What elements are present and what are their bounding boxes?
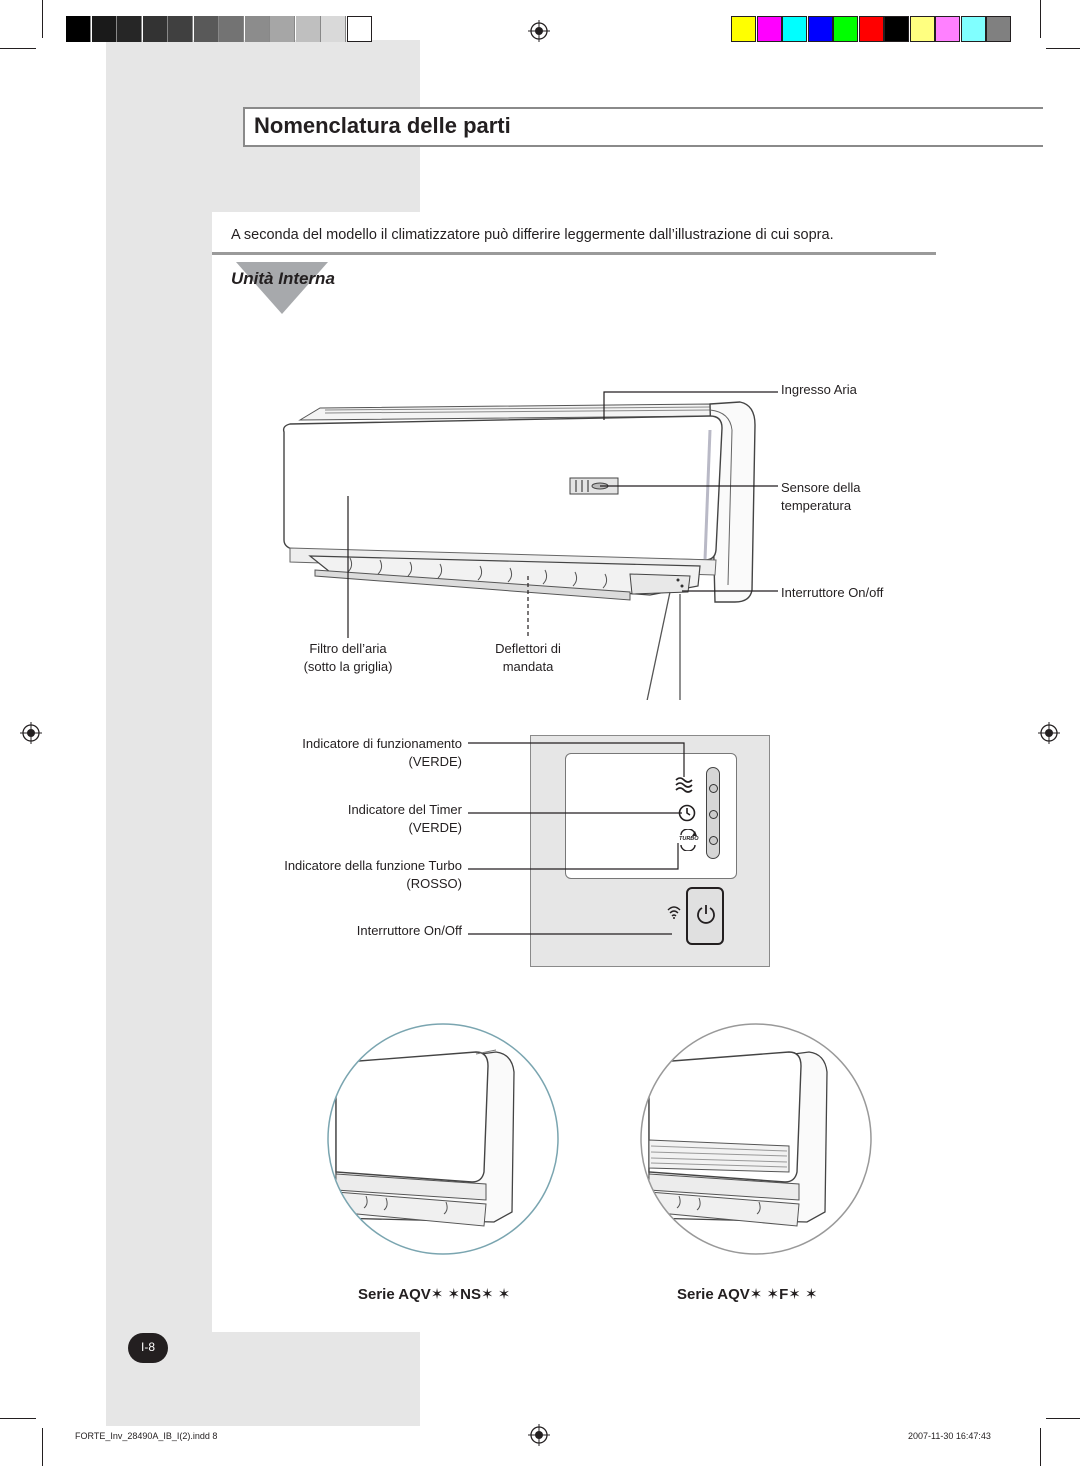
section-triangle-icon xyxy=(236,262,328,314)
label-deflectors-2: mandata xyxy=(502,659,554,674)
color-swatch xyxy=(884,16,909,42)
grey-swatch xyxy=(321,16,346,42)
turbo-icon xyxy=(680,829,697,851)
grey-swatch xyxy=(91,16,117,42)
color-swatch xyxy=(986,16,1011,42)
label-on-off-button: Interruttore On/Off xyxy=(356,923,462,938)
indoor-unit-illustration xyxy=(282,391,778,700)
page-number-badge xyxy=(128,1333,168,1363)
label-temp-sensor-1: Sensore della xyxy=(781,480,861,495)
label-operation-color: (VERDE) xyxy=(408,754,462,769)
color-swatch xyxy=(782,16,807,42)
title-box xyxy=(243,107,1043,147)
crop-mark xyxy=(1046,1418,1080,1419)
grey-swatch xyxy=(117,16,142,42)
label-operation-indicator: Indicatore di funzionamento xyxy=(302,736,462,751)
power-icon xyxy=(697,905,715,924)
page-number: I-8 xyxy=(140,1340,155,1354)
crop-mark xyxy=(1040,0,1041,38)
grey-swatch xyxy=(244,16,270,42)
color-swatch xyxy=(858,16,884,42)
turbo-led xyxy=(709,836,718,845)
crop-mark xyxy=(1040,1428,1041,1466)
section-title: Unità Interna xyxy=(231,269,335,288)
registration-mark-icon xyxy=(528,1424,550,1446)
grey-swatch xyxy=(168,16,193,42)
turbo-icon-label: TURBO xyxy=(679,836,699,842)
label-air-filter-1: Filtro dell’aria xyxy=(309,641,387,656)
page-title: Nomenclatura delle parti xyxy=(254,113,511,138)
label-air-filter-2: (sotto la griglia) xyxy=(303,659,393,674)
color-swatch xyxy=(756,16,782,42)
label-temp-sensor-2: temperatura xyxy=(781,498,852,513)
operation-icon xyxy=(675,777,693,793)
series-f-illustration xyxy=(640,1023,872,1255)
crop-mark xyxy=(0,1418,36,1419)
label-turbo-indicator: Indicatore della funzione Turbo xyxy=(284,858,462,873)
power-button[interactable] xyxy=(686,887,724,945)
series-ns-illustration xyxy=(327,1023,559,1255)
grey-swatch xyxy=(295,16,321,42)
label-turbo-color: (ROSSO) xyxy=(406,876,462,891)
label-deflectors-1: Deflettori di xyxy=(495,641,561,656)
color-swatch xyxy=(731,16,756,42)
grey-swatch xyxy=(193,16,219,42)
label-on-off-switch: Interruttore On/off xyxy=(781,585,884,600)
color-swatch xyxy=(935,16,960,42)
registration-mark-icon xyxy=(20,722,42,744)
timer-led xyxy=(709,810,718,819)
crop-mark xyxy=(1046,48,1080,49)
footer-timestamp: 2007-11-30 16:47:43 xyxy=(908,1431,991,1441)
registration-mark-icon xyxy=(528,20,550,42)
note-text: A seconda del modello il climatizzatore … xyxy=(231,227,834,243)
operation-led xyxy=(709,784,718,793)
label-timer-color: (VERDE) xyxy=(408,820,462,835)
divider xyxy=(212,252,936,255)
grey-swatch xyxy=(142,16,168,42)
panel-leader-lines xyxy=(468,742,685,935)
crop-mark xyxy=(42,1428,43,1466)
grey-swatch xyxy=(219,16,244,42)
color-swatch xyxy=(807,16,833,42)
crop-mark xyxy=(0,48,36,49)
grey-swatch xyxy=(270,16,295,42)
color-swatch xyxy=(833,16,858,42)
series-ns-label: Serie AQV✶ ✶NS✶ ✶ xyxy=(358,1286,511,1303)
series-f-label: Serie AQV✶ ✶F✶ ✶ xyxy=(677,1286,818,1303)
label-timer-indicator: Indicatore del Timer xyxy=(347,802,462,817)
crop-mark xyxy=(42,0,43,38)
color-swatch xyxy=(909,16,935,42)
footer-filename: FORTE_Inv_28490A_IB_I(2).indd 8 xyxy=(75,1431,218,1441)
label-air-inlet: Ingresso Aria xyxy=(781,382,857,397)
color-swatch xyxy=(960,16,986,42)
remote-signal-icon xyxy=(667,906,681,919)
grey-swatch xyxy=(66,16,91,42)
registration-mark-icon xyxy=(1038,722,1060,744)
grey-swatch xyxy=(346,16,372,42)
grey-backdrop-left xyxy=(106,40,212,1426)
